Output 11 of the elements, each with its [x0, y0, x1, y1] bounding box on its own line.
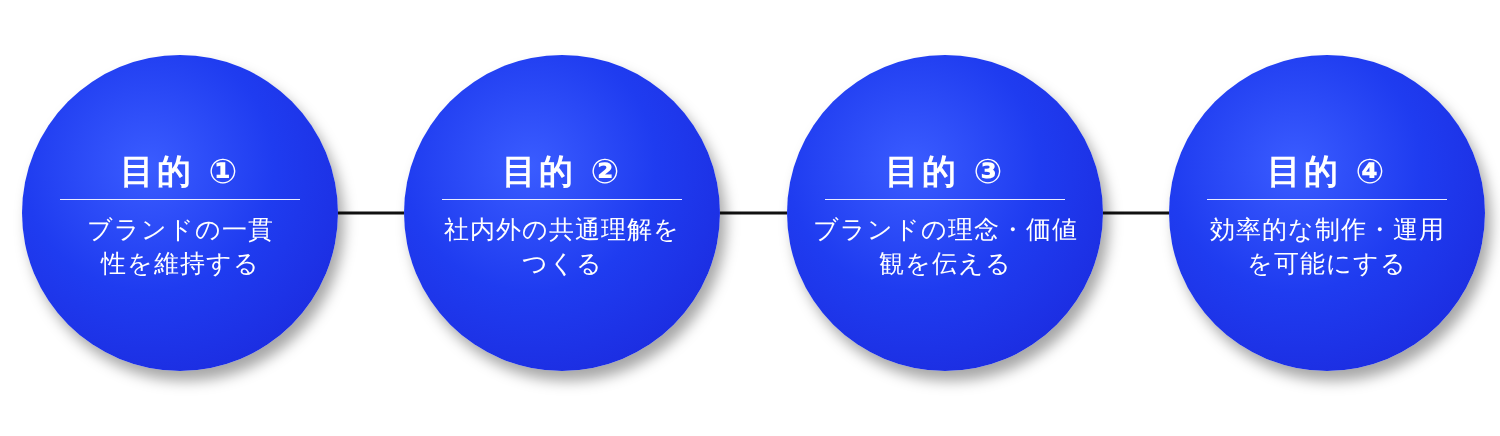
heading: 目的 ③	[825, 143, 1065, 200]
description: ブランドの一貫性を維持する	[85, 214, 275, 280]
description: ブランドの理念・価値観を伝える	[811, 214, 1079, 280]
connector-line	[720, 211, 787, 215]
description: 効率的な制作・運用を可能にする	[1208, 214, 1446, 280]
heading: 目的 ④	[1207, 143, 1447, 200]
connector-line	[1103, 211, 1169, 215]
connector-line	[338, 211, 404, 215]
heading: 目的 ①	[60, 143, 300, 200]
heading: 目的 ②	[442, 143, 682, 200]
description: 社内外の共通理解をつくる	[443, 214, 681, 280]
